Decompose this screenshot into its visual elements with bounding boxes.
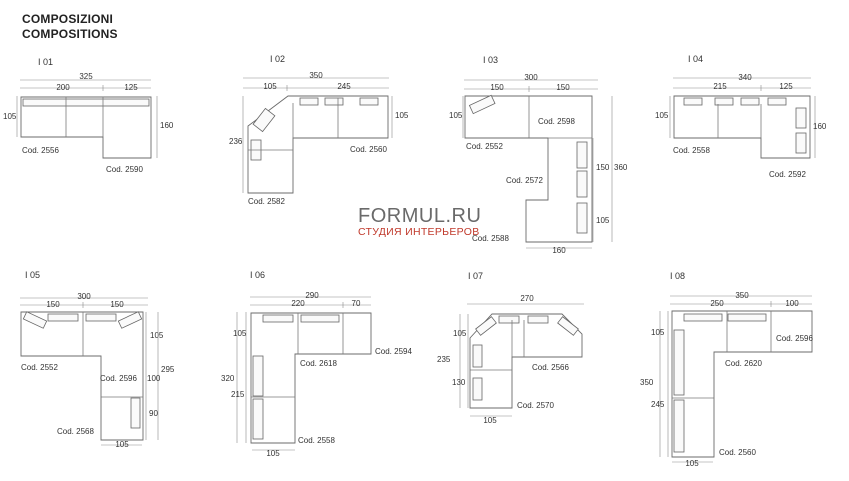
dim-width: 105: [483, 416, 497, 425]
dim-depth: 150: [596, 163, 610, 172]
dim-total-width: 350: [309, 71, 323, 80]
product-code: Cod. 2560: [719, 448, 756, 457]
dim-depth: 245: [651, 400, 665, 409]
dim-width: 150: [110, 300, 124, 309]
dim-width: 105: [685, 459, 699, 468]
dim-depth: 105: [150, 331, 164, 340]
product-code: Cod. 2568: [57, 427, 94, 436]
composition-label: I 06: [250, 270, 265, 280]
product-code: Cod. 2590: [106, 165, 143, 174]
watermark-subtitle: СТУДИЯ ИНТЕРЬЕРОВ: [358, 226, 480, 238]
product-code: Cod. 2594: [375, 347, 412, 356]
dim-width: 215: [713, 82, 727, 91]
dim-depth: 105: [596, 216, 610, 225]
product-code: Cod. 2560: [350, 145, 387, 154]
dim-total-width: 300: [524, 73, 538, 82]
composition-label: I 03: [483, 55, 498, 65]
dim-total-depth: 350: [640, 378, 654, 387]
product-code: Cod. 2558: [298, 436, 335, 445]
dim-width: 150: [46, 300, 60, 309]
dim-width: 70: [352, 299, 361, 308]
dim-total-depth: 360: [614, 163, 628, 172]
product-code: Cod. 2592: [769, 170, 806, 179]
page-header: COMPOSIZIONI COMPOSITIONS: [22, 12, 118, 42]
dim-total-width: 270: [520, 294, 534, 303]
watermark: FORMUL.RU СТУДИЯ ИНТЕРЬЕРОВ: [358, 205, 481, 238]
product-code: Cod. 2596: [776, 334, 813, 343]
dim-total-depth: 320: [221, 374, 235, 383]
composition-i07: I 07 270 105 235 130 105 Cod. 2566 Cod. …: [437, 271, 584, 425]
composition-i08: I 08 350 250 100 105 350 245 105 Cod. 26…: [640, 271, 813, 468]
dim-depth: 215: [231, 390, 245, 399]
dim-total-depth: 235: [437, 355, 451, 364]
dim-width: 125: [124, 83, 138, 92]
dim-depth: 90: [149, 409, 158, 418]
product-code: Cod. 2552: [466, 142, 503, 151]
header-title-italian: COMPOSIZIONI: [22, 12, 114, 26]
composition-label: I 01: [38, 57, 53, 67]
dim-width: 150: [556, 83, 570, 92]
dim-width: 105: [266, 449, 280, 458]
dim-width: 125: [779, 82, 793, 91]
dim-width: 150: [490, 83, 504, 92]
dim-width: 220: [291, 299, 305, 308]
dim-width: 200: [56, 83, 70, 92]
product-code: Cod. 2582: [248, 197, 285, 206]
product-code: Cod. 2618: [300, 359, 337, 368]
product-code: Cod. 2596: [100, 374, 137, 383]
composition-i05: I 05 300 150 150 105 295 100 90 105 Cod.…: [20, 270, 175, 449]
composition-i03: I 03 300 150 150 105 150 360 105 160 Cod…: [449, 55, 628, 255]
product-code: Cod. 2572: [506, 176, 543, 185]
dim-depth: 160: [813, 122, 827, 131]
product-code: Cod. 2558: [673, 146, 710, 155]
dim-total-width: 325: [79, 72, 93, 81]
dim-width: 105: [115, 440, 129, 449]
dim-width: 160: [552, 246, 566, 255]
dim-depth: 105: [233, 329, 247, 338]
dim-depth: 105: [3, 112, 17, 121]
composition-label: I 08: [670, 271, 685, 281]
dim-width: 105: [263, 82, 277, 91]
dim-depth: 105: [449, 111, 463, 120]
product-code: Cod. 2570: [517, 401, 554, 410]
dim-width: 250: [710, 299, 724, 308]
dim-depth: 130: [452, 378, 466, 387]
dim-width: 100: [785, 299, 799, 308]
product-code: Cod. 2552: [21, 363, 58, 372]
watermark-brand: FORMUL.RU: [358, 205, 481, 227]
dim-total-width: 290: [305, 291, 319, 300]
dim-total-width: 340: [738, 73, 752, 82]
dim-depth: 105: [395, 111, 409, 120]
composition-label: I 05: [25, 270, 40, 280]
composition-i02: I 02 350 105 245 105 236 Cod. 2560 Cod. …: [229, 54, 409, 206]
composition-i06: I 06 290 220 70 105 320 215 105 Cod. 261…: [221, 270, 412, 458]
product-code: Cod. 2620: [725, 359, 762, 368]
composition-label: I 04: [688, 54, 703, 64]
dim-depth: 105: [651, 328, 665, 337]
header-title-english: COMPOSITIONS: [22, 27, 118, 41]
composition-i04: I 04 340 215 125 105 160 Cod. 2558 Cod. …: [655, 54, 827, 179]
product-code: Cod. 2556: [22, 146, 59, 155]
product-code: Cod. 2598: [538, 117, 575, 126]
dim-total-width: 300: [77, 292, 91, 301]
dim-depth: 236: [229, 137, 243, 146]
dim-width: 245: [337, 82, 351, 91]
dim-depth: 160: [160, 121, 174, 130]
dim-total-depth: 295: [161, 365, 175, 374]
dim-depth: 100: [147, 374, 161, 383]
product-code: Cod. 2566: [532, 363, 569, 372]
dim-total-width: 350: [735, 291, 749, 300]
composition-label: I 02: [270, 54, 285, 64]
dim-depth: 105: [655, 111, 669, 120]
composition-label: I 07: [468, 271, 483, 281]
composition-i01: I 01 325 200 125 105 160 Cod. 2556 Cod. …: [3, 57, 174, 174]
product-code: Cod. 2588: [472, 234, 509, 243]
